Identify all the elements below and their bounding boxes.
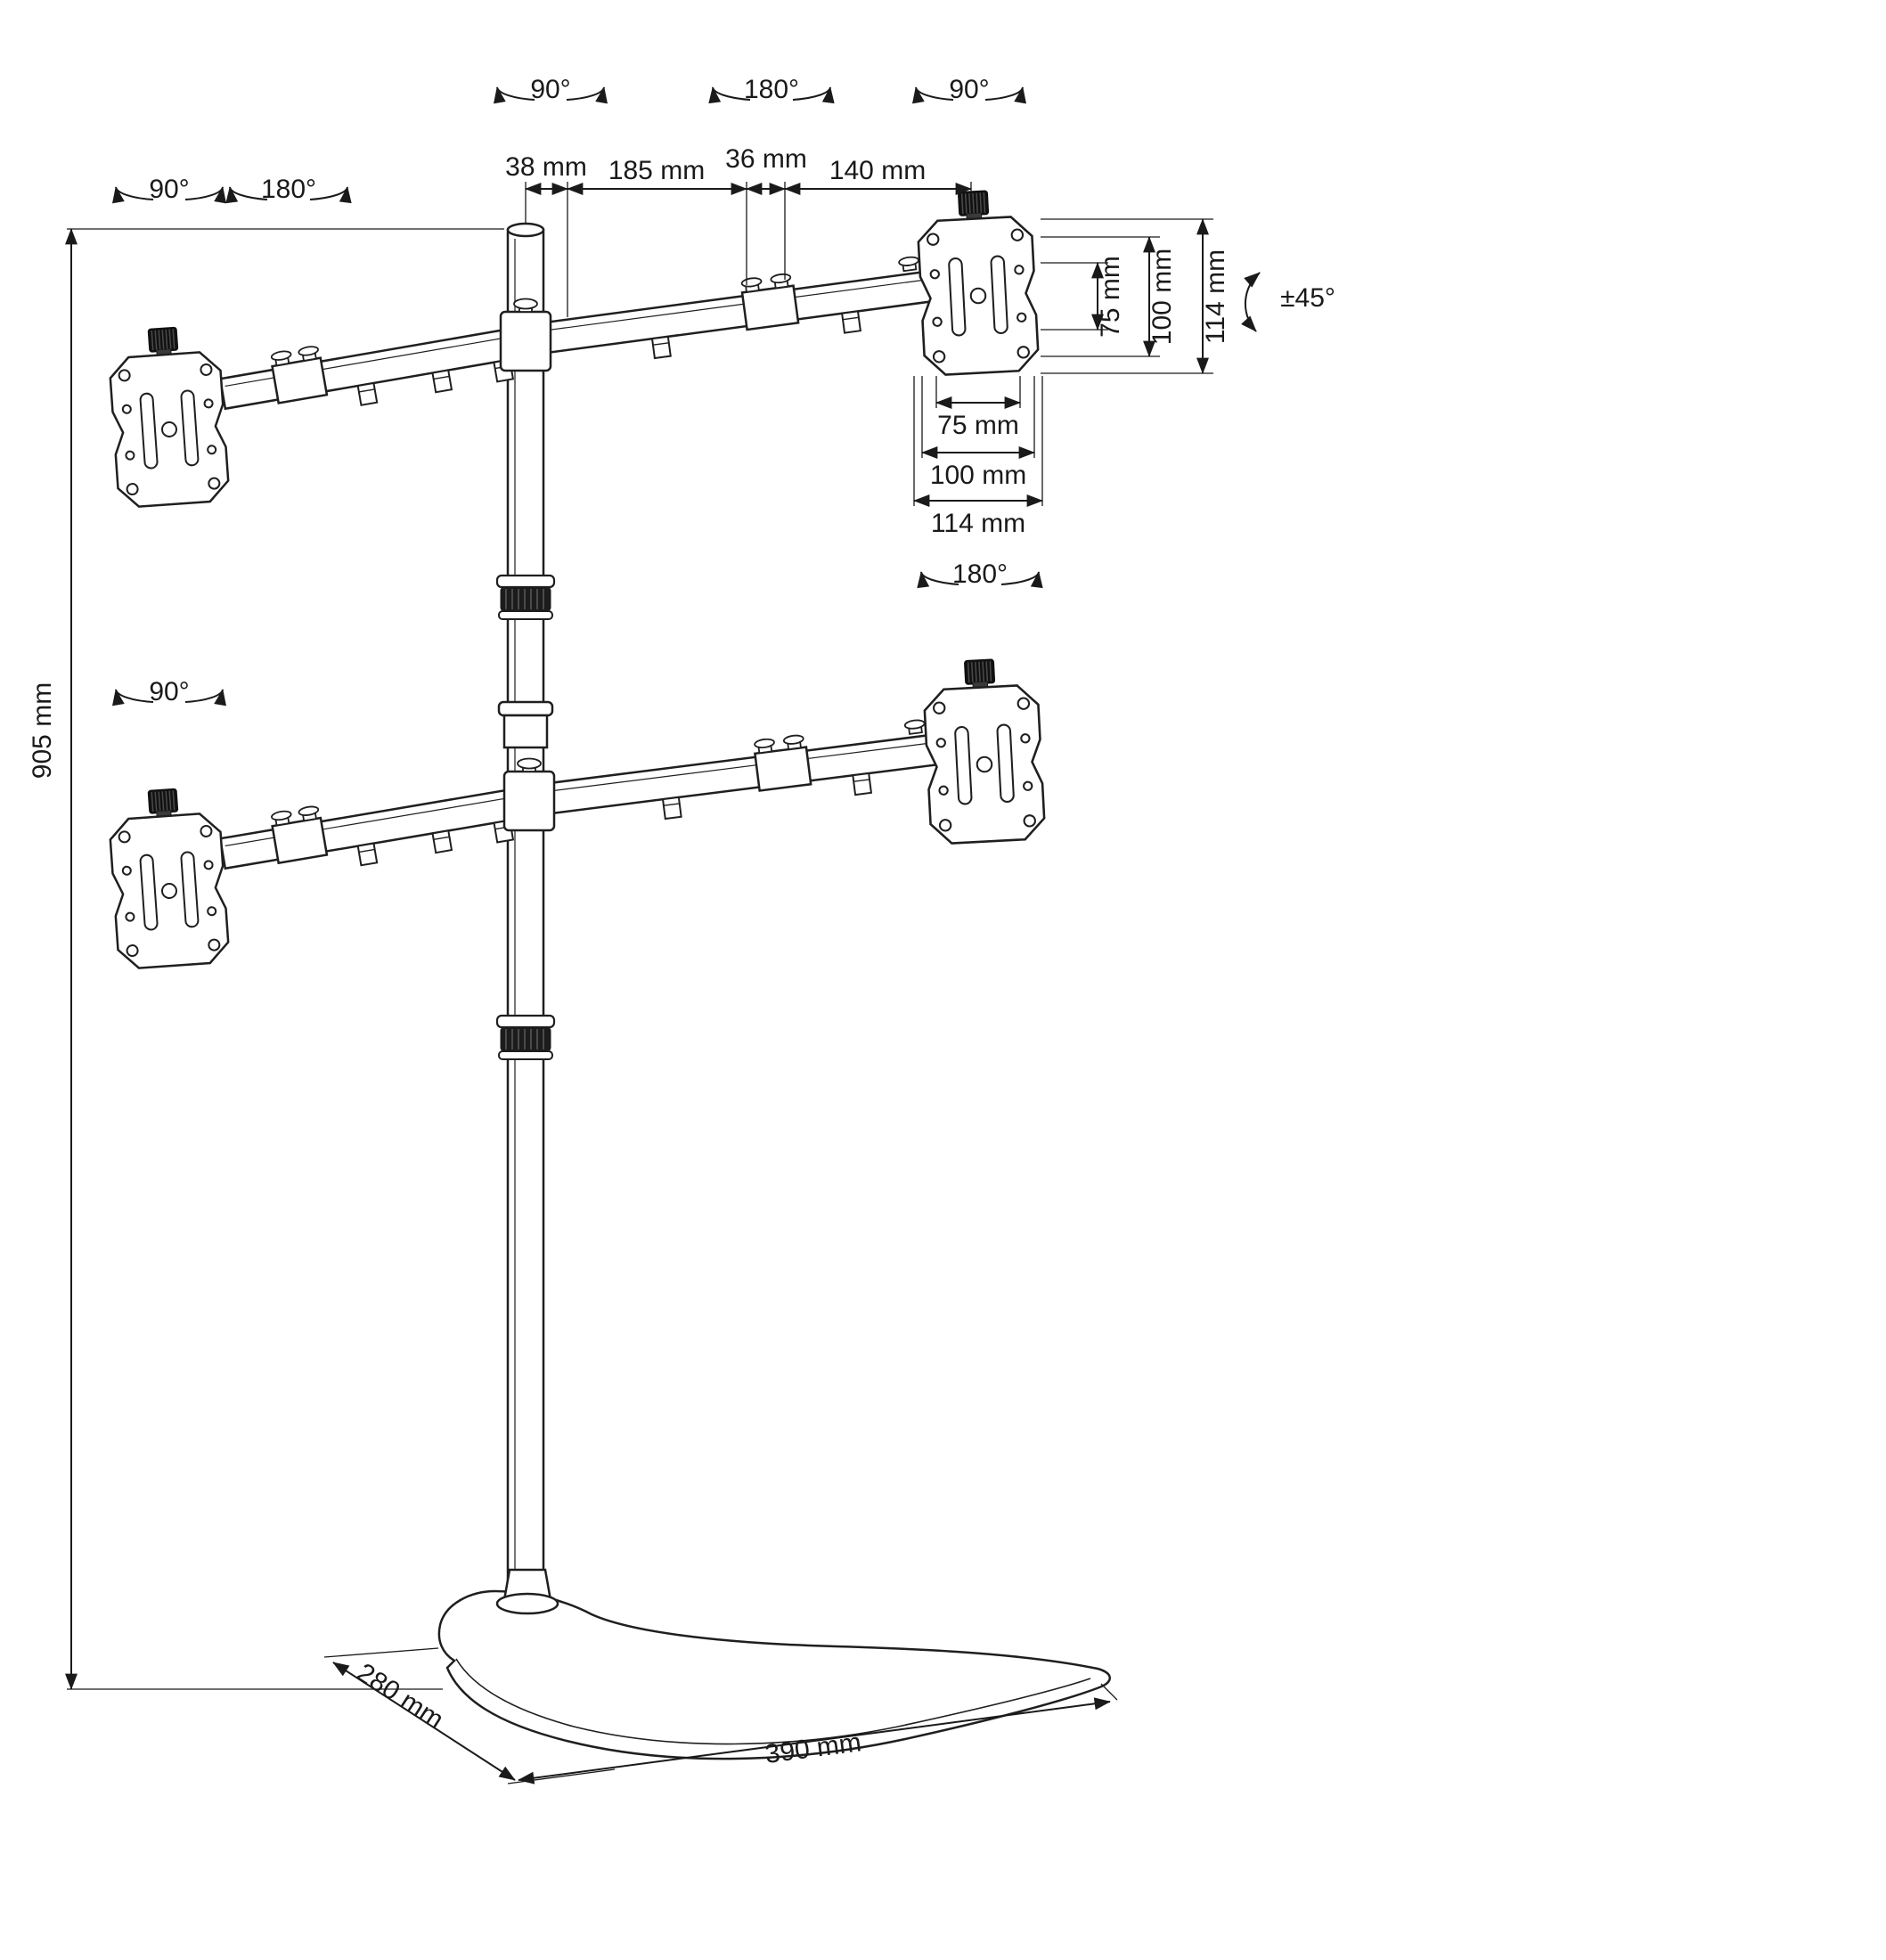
base (437, 1568, 1111, 1760)
angle-180-lower-right-arm: 180° (952, 559, 1008, 589)
pole (506, 222, 545, 1611)
angle-tilt: ±45° (1280, 283, 1335, 313)
dim-plate-vertical: 75 mm 100 mm 114 mm (1041, 218, 1230, 374)
rotation-pole-top: 90° (494, 75, 608, 104)
dim-vesa100-horizontal: 100 mm (930, 461, 1026, 490)
dim-905mm: 905 mm (28, 682, 57, 779)
lower-pole-bracket (502, 757, 556, 832)
vesa-plate-lower-right (920, 656, 1047, 846)
rotation-lower-left-plate: 90° (112, 677, 226, 706)
rotation-plate-top-right: 90° (912, 75, 1026, 104)
pole-clamp-upper (495, 574, 556, 621)
rotation-lower-right-arm: 180° (917, 559, 1043, 589)
tilt-indicator: ±45° (1241, 272, 1335, 332)
angle-180-upper-left-arm: 180° (261, 175, 316, 204)
dim-140mm: 140 mm (829, 156, 926, 185)
dim-chain-top: 38 mm 185 mm 36 mm 140 mm (505, 144, 972, 317)
rotation-upper-left-plate: 90° (112, 175, 226, 204)
dim-plate114-horizontal: 114 mm (931, 509, 1025, 538)
angle-90-plate-top: 90° (949, 75, 989, 104)
dim-vesa75-vertical: 75 mm (1096, 256, 1125, 338)
dim-185mm: 185 mm (608, 156, 705, 185)
dim-plate-horizontal: 75 mm 100 mm 114 mm (913, 376, 1043, 538)
angle-90-pole-top: 90° (530, 75, 570, 104)
lower-arm-right (533, 718, 957, 821)
pole-clamp-lower (495, 1014, 556, 1061)
vesa-plate-lower-left (105, 784, 231, 971)
vesa-plate-upper-left (105, 323, 231, 510)
dim-height: 905 mm (28, 228, 504, 1690)
vesa-plate-upper-right (914, 187, 1041, 378)
rotation-upper-left-arm: 180° (225, 175, 352, 204)
dim-vesa100-vertical: 100 mm (1147, 249, 1177, 345)
lower-arm-left (218, 784, 542, 870)
dim-plate114-vertical: 114 mm (1201, 249, 1230, 344)
dim-280mm: 280 mm (352, 1658, 449, 1735)
upper-arm-left (218, 323, 536, 411)
dim-36mm: 36 mm (725, 144, 807, 174)
angle-90-lower-left: 90° (149, 677, 189, 706)
upper-arm-right (522, 255, 951, 360)
upper-pole-bracket (499, 298, 552, 372)
rotation-arm-mid-top: 180° (708, 75, 835, 104)
angle-90-upper-left: 90° (149, 175, 189, 204)
dim-vesa75-horizontal: 75 mm (937, 411, 1019, 440)
pole-sleeve-joint (497, 700, 554, 749)
angle-180-arm-mid: 180° (744, 75, 799, 104)
dim-38mm: 38 mm (505, 152, 587, 182)
